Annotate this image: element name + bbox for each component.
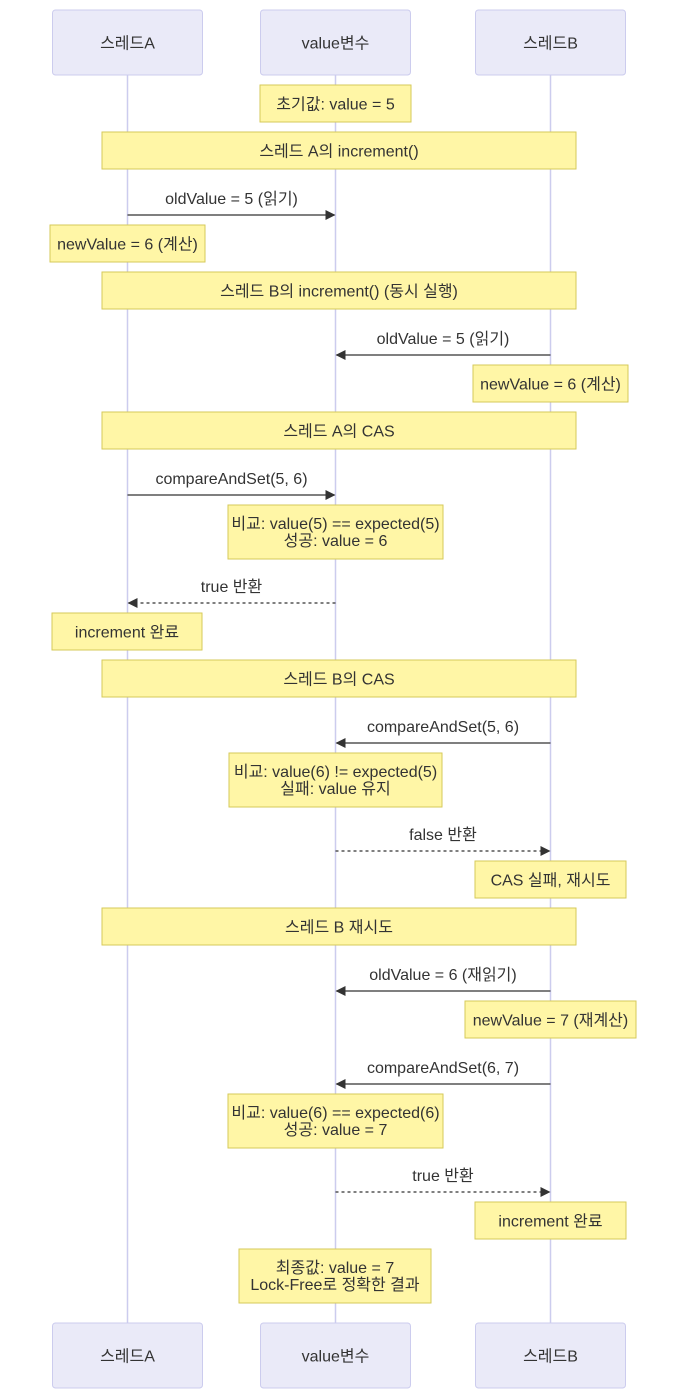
message: false 반환 — [335, 826, 551, 856]
message: compareAndSet(5, 6) — [127, 471, 336, 500]
message-label: true 반환 — [412, 1167, 474, 1185]
message-label: oldValue = 5 (읽기) — [377, 330, 510, 348]
note: 스레드 B의 CAS — [101, 659, 577, 698]
note: newValue = 6 (계산) — [49, 224, 206, 263]
note-box — [474, 1201, 627, 1240]
actor-label: value변수 — [302, 1348, 370, 1366]
actor-box — [52, 9, 203, 76]
note-text: 비교: value(6) == expected(6) — [231, 1104, 439, 1122]
message: oldValue = 5 (읽기) — [335, 330, 551, 360]
note-box — [472, 364, 629, 403]
note-text: 실패: value 유지 — [280, 780, 390, 798]
message: true 반환 — [127, 578, 336, 608]
note-text: newValue = 6 (계산) — [57, 236, 198, 254]
message-label: false 반환 — [409, 826, 477, 844]
note-box — [51, 612, 203, 651]
note-box — [228, 752, 443, 808]
actor-top-threadB: 스레드B — [475, 9, 626, 76]
actor-label: 스레드A — [100, 1348, 155, 1366]
actor-bottom-threadA: 스레드A — [52, 1322, 203, 1389]
note: 스레드 B 재시도 — [101, 907, 577, 946]
note: newValue = 7 (재계산) — [464, 1000, 637, 1039]
actor-label: 스레드B — [523, 1348, 578, 1366]
note: 스레드 A의 CAS — [101, 411, 577, 450]
note-text: 스레드 B의 increment() (동시 실행) — [220, 283, 458, 301]
note-box — [101, 907, 577, 946]
note: 초기값: value = 5 — [259, 84, 412, 123]
note-box — [101, 131, 577, 170]
note-box — [49, 224, 206, 263]
note-box — [227, 1093, 444, 1149]
note-box — [101, 659, 577, 698]
note-box — [101, 411, 577, 450]
note: 비교: value(5) == expected(5)성공: value = 6 — [227, 504, 444, 560]
message-label: compareAndSet(5, 6) — [155, 471, 307, 488]
message-label: compareAndSet(5, 6) — [367, 719, 519, 736]
note-text: 스레드 B 재시도 — [285, 919, 393, 937]
actor-label: value변수 — [302, 35, 370, 53]
note: 비교: value(6) != expected(5)실패: value 유지 — [228, 752, 443, 808]
note-text: CAS 실패, 재시도 — [491, 872, 611, 890]
note-text: 성공: value = 6 — [284, 532, 388, 550]
note: newValue = 6 (계산) — [472, 364, 629, 403]
note: CAS 실패, 재시도 — [474, 860, 627, 899]
note-text: 비교: value(5) == expected(5) — [231, 515, 439, 533]
actor-box — [260, 9, 411, 76]
note-box — [464, 1000, 637, 1039]
note-box — [238, 1248, 432, 1304]
actor-bottom-value: value변수 — [260, 1322, 411, 1389]
message-label: true 반환 — [201, 578, 263, 596]
note-text: 최종값: value = 7 — [276, 1259, 395, 1277]
note-text: 비교: value(6) != expected(5) — [234, 763, 437, 781]
note-text: newValue = 6 (계산) — [480, 376, 621, 394]
note-text: increment 완료 — [75, 624, 179, 642]
note-text: 스레드 B의 CAS — [283, 671, 394, 689]
note-box — [259, 84, 412, 123]
note-box — [474, 860, 627, 899]
note: 비교: value(6) == expected(6)성공: value = 7 — [227, 1093, 444, 1149]
actor-label: 스레드B — [523, 35, 578, 53]
note: increment 완료 — [474, 1201, 627, 1240]
message-label: compareAndSet(6, 7) — [367, 1060, 519, 1077]
message-label: oldValue = 6 (재읽기) — [369, 966, 516, 984]
note-text: 초기값: value = 5 — [276, 96, 395, 114]
note-text: 스레드 A의 CAS — [283, 423, 394, 441]
note-text: Lock-Free로 정확한 결과 — [250, 1276, 420, 1294]
note-text: increment 완료 — [498, 1213, 602, 1231]
actor-box — [475, 1322, 626, 1389]
actor-top-value: value변수 — [260, 9, 411, 76]
actor-bottom-threadB: 스레드B — [475, 1322, 626, 1389]
note-text: 스레드 A의 increment() — [259, 143, 418, 161]
actor-label: 스레드A — [100, 35, 155, 53]
message: true 반환 — [335, 1167, 551, 1197]
note: 스레드 A의 increment() — [101, 131, 577, 170]
message-label: oldValue = 5 (읽기) — [165, 190, 298, 208]
note-text: newValue = 7 (재계산) — [473, 1012, 628, 1030]
note-text: 성공: value = 7 — [284, 1121, 388, 1139]
note-box — [227, 504, 444, 560]
note: increment 완료 — [51, 612, 203, 651]
actor-box — [52, 1322, 203, 1389]
actor-top-threadA: 스레드A — [52, 9, 203, 76]
message: oldValue = 6 (재읽기) — [335, 966, 551, 996]
actor-box — [475, 9, 626, 76]
actor-box — [260, 1322, 411, 1389]
message: compareAndSet(6, 7) — [335, 1060, 551, 1089]
note: 스레드 B의 increment() (동시 실행) — [101, 271, 577, 310]
note-box — [101, 271, 577, 310]
message: oldValue = 5 (읽기) — [127, 190, 336, 220]
message: compareAndSet(5, 6) — [335, 719, 551, 748]
